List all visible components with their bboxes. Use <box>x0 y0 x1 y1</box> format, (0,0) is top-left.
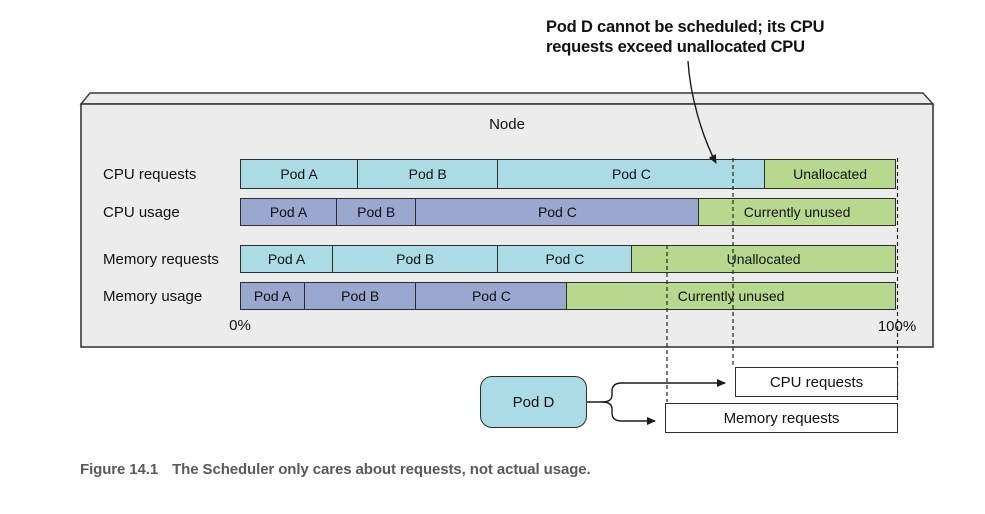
row-label-memory-usage: Memory usage <box>103 287 203 305</box>
annotation-line-1: Pod D cannot be scheduled; its CPU <box>546 18 825 36</box>
pod-d-box: Pod D <box>480 376 587 428</box>
pod-d-memory-requests-box: Memory requests <box>665 403 898 433</box>
bar-segment-pod-b: Pod B <box>303 282 417 310</box>
pod-d-to-memory-connector <box>601 401 656 425</box>
bar-segment-currently-unused: Currently unused <box>566 282 897 310</box>
row-label-cpu-usage: CPU usage <box>103 203 180 221</box>
bar-segment-unallocated: Unallocated <box>764 159 897 189</box>
bar-segment-pod-a: Pod A <box>240 245 333 273</box>
pod-d-cpu-requests-box: CPU requests <box>735 367 898 397</box>
figure-caption-text: The Scheduler only cares about requests,… <box>172 461 591 478</box>
row-label-cpu-requests: CPU requests <box>103 165 197 183</box>
annotation-line-2: requests exceed unallocated CPU <box>546 38 805 56</box>
axis-label-100pct: 100% <box>877 318 917 335</box>
row-label-memory-requests: Memory requests <box>103 250 219 268</box>
bar-segment-pod-c: Pod C <box>497 245 633 273</box>
figure-caption: Figure 14.1 The Scheduler only cares abou… <box>80 461 591 478</box>
pod-d-to-cpu-connector <box>587 379 726 403</box>
bar-segment-pod-c: Pod C <box>415 198 700 226</box>
node-title: Node <box>489 116 525 133</box>
axis-label-0pct: 0% <box>229 317 251 334</box>
bar-segment-pod-b: Pod B <box>335 198 417 226</box>
bar-segment-currently-unused: Currently unused <box>698 198 897 226</box>
bar-segment-pod-c: Pod C <box>415 282 568 310</box>
annotation-callout: Pod D cannot be scheduled; its CPU reque… <box>546 17 825 57</box>
annotation-arrow <box>687 60 717 164</box>
figure-number: Figure 14.1 <box>80 461 159 478</box>
bar-segment-unallocated: Unallocated <box>631 245 897 273</box>
bar-segment-pod-c: Pod C <box>497 159 766 189</box>
